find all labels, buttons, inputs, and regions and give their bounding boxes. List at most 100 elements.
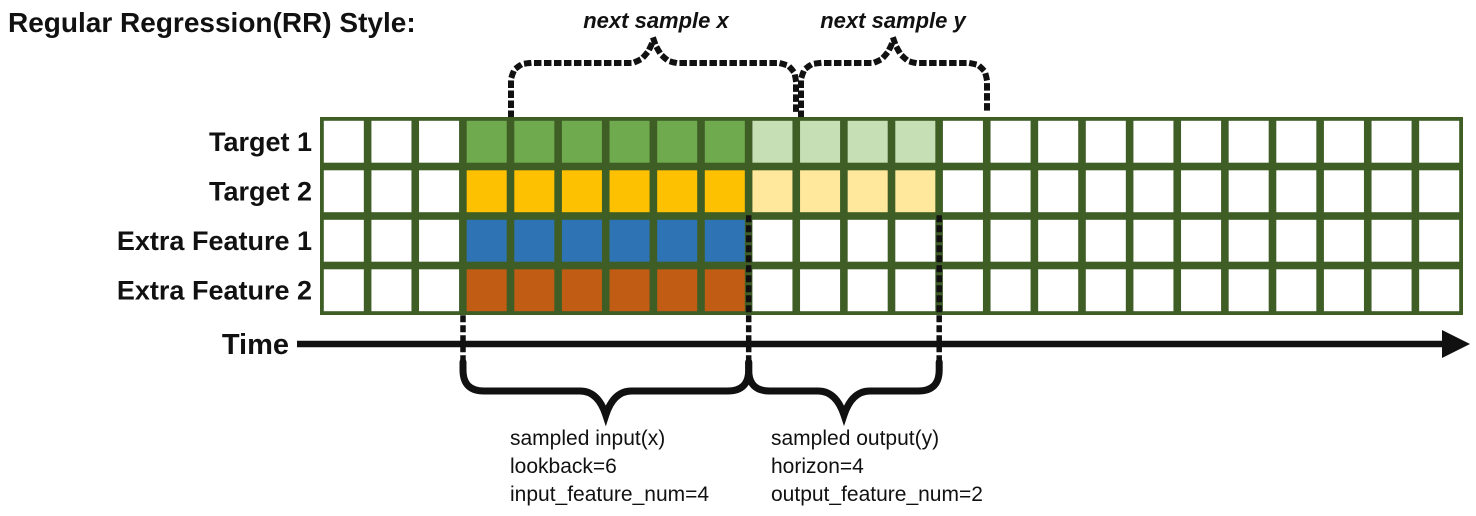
grid-cell xyxy=(1228,120,1269,163)
grid-cell xyxy=(1276,120,1317,163)
sampled-input-brace xyxy=(459,358,753,427)
horizon-text: horizon=4 xyxy=(771,455,864,478)
grid-cell xyxy=(419,269,460,312)
grid-cell xyxy=(1038,170,1079,213)
grid-cell xyxy=(1323,120,1364,163)
grid-cell xyxy=(609,219,650,262)
grid-cell xyxy=(1419,170,1460,213)
grid-cell xyxy=(1038,269,1079,312)
next-sample-x-label: next sample x xyxy=(583,8,729,33)
grid-cell xyxy=(990,269,1031,312)
grid-cell xyxy=(752,120,793,163)
grid-cell xyxy=(323,269,364,312)
grid-cells xyxy=(323,120,1460,312)
time-axis-label: Time xyxy=(222,329,289,361)
grid-cell xyxy=(466,120,507,163)
grid-cell xyxy=(514,269,555,312)
grid-cell xyxy=(371,269,412,312)
grid-cell xyxy=(942,120,983,163)
grid-cell xyxy=(1181,219,1222,262)
grid-cell xyxy=(609,170,650,213)
row-label-target-1: Target 1 xyxy=(209,127,312,157)
grid-cell xyxy=(942,170,983,213)
grid-cell xyxy=(561,170,602,213)
grid-cell xyxy=(1038,120,1079,163)
grid-cell xyxy=(371,170,412,213)
grid-cell xyxy=(1371,219,1412,262)
row-label-extra-feature-1: Extra Feature 1 xyxy=(117,226,312,256)
grid-cell xyxy=(466,219,507,262)
grid-cell xyxy=(895,170,936,213)
grid-cell xyxy=(1276,170,1317,213)
grid-cell xyxy=(609,269,650,312)
grid-cell xyxy=(847,269,888,312)
grid-cell xyxy=(704,170,745,213)
grid-cell xyxy=(847,219,888,262)
grid-cell xyxy=(704,219,745,262)
grid-cell xyxy=(895,269,936,312)
grid-cell xyxy=(1228,269,1269,312)
grid-cell xyxy=(800,269,841,312)
grid-cell xyxy=(752,219,793,262)
grid-cell xyxy=(1085,170,1126,213)
input-feature-num-text: input_feature_num=4 xyxy=(510,483,709,506)
sampled-output-title: sampled output(y) xyxy=(771,427,939,450)
grid-cell xyxy=(1133,170,1174,213)
grid-cell xyxy=(609,120,650,163)
grid-cell xyxy=(895,219,936,262)
grid-cell xyxy=(514,219,555,262)
output-feature-num-text: output_feature_num=2 xyxy=(771,483,983,506)
grid-cell xyxy=(1085,219,1126,262)
grid-cell xyxy=(1133,120,1174,163)
grid-cell xyxy=(1181,170,1222,213)
grid-cell xyxy=(1323,170,1364,213)
grid-cell xyxy=(466,170,507,213)
grid-cell xyxy=(1228,219,1269,262)
grid-cell xyxy=(990,170,1031,213)
grid-border xyxy=(320,117,1463,315)
grid-cell xyxy=(1419,219,1460,262)
grid-cell xyxy=(1133,219,1174,262)
grid-cell xyxy=(419,120,460,163)
grid-cell xyxy=(323,219,364,262)
grid-cell xyxy=(752,170,793,213)
grid-cell xyxy=(847,120,888,163)
grid-cell xyxy=(704,269,745,312)
grid-cell xyxy=(1323,219,1364,262)
grid-cell xyxy=(514,120,555,163)
grid-cell xyxy=(1228,170,1269,213)
grid-cell xyxy=(1276,219,1317,262)
lookback-text: lookback=6 xyxy=(510,455,617,478)
grid-cell xyxy=(752,269,793,312)
grid-cell xyxy=(800,170,841,213)
grid-cell xyxy=(657,170,698,213)
grid-cell xyxy=(657,269,698,312)
grid-cell xyxy=(1133,269,1174,312)
grid-cell xyxy=(1371,120,1412,163)
grid-cell xyxy=(800,219,841,262)
next-sample-x-brace xyxy=(508,28,799,118)
grid-cell xyxy=(942,269,983,312)
grid-cell xyxy=(1085,120,1126,163)
grid-cell xyxy=(323,120,364,163)
grid-cell xyxy=(371,219,412,262)
grid-cell xyxy=(419,170,460,213)
grid-cell xyxy=(1181,120,1222,163)
grid-cell xyxy=(1038,219,1079,262)
grid-cell xyxy=(1419,120,1460,163)
next-sample-y-brace xyxy=(798,28,990,118)
grid-cell xyxy=(657,120,698,163)
grid-cell xyxy=(800,120,841,163)
next-sample-y-label: next sample y xyxy=(820,8,967,33)
diagram-title: Regular Regression(RR) Style: xyxy=(8,7,416,38)
grid-cell xyxy=(514,170,555,213)
grid-cell xyxy=(371,120,412,163)
grid-cell xyxy=(895,120,936,163)
grid-cell xyxy=(990,120,1031,163)
grid-cell xyxy=(704,120,745,163)
grid-cell xyxy=(1276,269,1317,312)
grid-cell xyxy=(1181,269,1222,312)
row-label-target-2: Target 2 xyxy=(209,177,312,207)
